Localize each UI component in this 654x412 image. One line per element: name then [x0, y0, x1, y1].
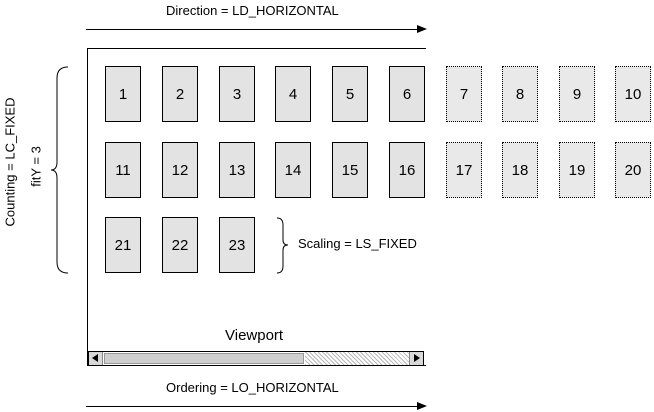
- page-18: 18: [502, 142, 538, 198]
- scaling-brace: [276, 217, 289, 274]
- page-12: 12: [162, 142, 198, 198]
- page-4: 4: [275, 66, 311, 122]
- page-20: 20: [615, 142, 651, 198]
- scaling-label: Scaling = LS_FIXED: [298, 236, 417, 251]
- page-11: 11: [105, 142, 141, 198]
- counting-brace: [50, 66, 69, 274]
- page-8: 8: [502, 66, 538, 122]
- page-5: 5: [332, 66, 368, 122]
- page-10: 10: [615, 66, 651, 122]
- counting-label: Counting = LC_FIXED: [2, 97, 18, 227]
- scrollbar-track[interactable]: [305, 352, 409, 365]
- page-3: 3: [219, 66, 255, 122]
- horizontal-scrollbar[interactable]: [88, 351, 424, 366]
- page-9: 9: [559, 66, 595, 122]
- scrollbar-thumb[interactable]: [104, 353, 304, 364]
- page-13: 13: [219, 142, 255, 198]
- page-15: 15: [332, 142, 368, 198]
- page-1: 1: [105, 66, 141, 122]
- direction-arrow-head: [417, 25, 427, 33]
- page-7: 7: [446, 66, 482, 122]
- page-17: 17: [446, 142, 482, 198]
- page-19: 19: [559, 142, 595, 198]
- page-23: 23: [219, 217, 255, 273]
- fity-label: fitY = 3: [28, 146, 44, 187]
- page-21: 21: [105, 217, 141, 273]
- direction-arrow-line: [86, 29, 418, 30]
- ordering-label: Ordering = LO_HORIZONTAL: [166, 380, 339, 395]
- page-16: 16: [389, 142, 425, 198]
- direction-label: Direction = LD_HORIZONTAL: [166, 3, 339, 18]
- page-14: 14: [275, 142, 311, 198]
- ordering-arrow-head: [417, 402, 427, 410]
- ordering-arrow-line: [86, 406, 418, 407]
- page-6: 6: [389, 66, 425, 122]
- scroll-left-button[interactable]: [89, 352, 103, 365]
- viewport: [87, 48, 426, 366]
- page-22: 22: [162, 217, 198, 273]
- page-2: 2: [162, 66, 198, 122]
- arrow-right-icon: [414, 354, 420, 362]
- scroll-right-button[interactable]: [409, 352, 423, 365]
- arrow-left-icon: [92, 354, 98, 362]
- viewport-label: Viewport: [225, 327, 284, 344]
